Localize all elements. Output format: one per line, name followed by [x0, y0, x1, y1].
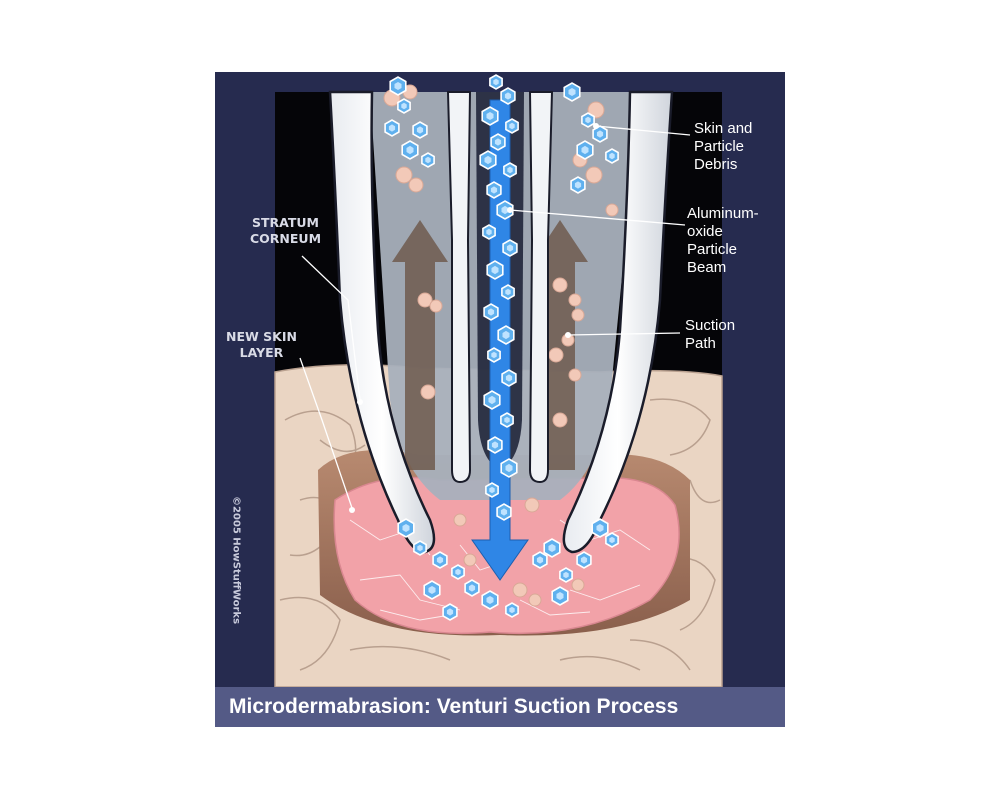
stratum-corneum-label: STRATUM CORNEUM	[250, 215, 322, 246]
aluminum-beam-label: Aluminum- oxide Particle Beam	[687, 205, 759, 276]
aluminum-oxide-crystal-facet	[504, 416, 510, 424]
aluminum-oxide-crystal-facet	[509, 606, 515, 614]
aluminum-oxide-crystal-facet	[509, 122, 515, 130]
aluminum-oxide-crystal-facet	[487, 308, 495, 316]
aluminum-oxide-crystal-facet	[596, 524, 604, 532]
caption-bar: Microdermabrasion: Venturi Suction Proce…	[215, 687, 785, 727]
aluminum-oxide-crystal-facet	[507, 166, 513, 174]
aluminum-oxide-crystal-facet	[486, 112, 494, 120]
aluminum-oxide-crystal-facet	[416, 126, 424, 134]
aluminum-oxide-crystal-facet	[401, 102, 407, 110]
aluminum-oxide-crystal-facet	[491, 351, 497, 359]
skin-debris-label: Skin and Particle Debris	[694, 120, 753, 173]
copyright-text: ©2005 HowStuffWorks	[230, 495, 242, 625]
aluminum-oxide-crystal-facet	[609, 536, 615, 544]
aluminum-oxide-crystal-facet	[455, 568, 461, 576]
aluminum-oxide-crystal-facet	[548, 544, 556, 552]
aluminum-oxide-crystal-facet	[486, 596, 494, 604]
aluminum-oxide-crystal-facet	[556, 592, 564, 600]
skin-debris	[383, 84, 619, 607]
aluminum-oxide-crystal-facet	[484, 155, 492, 165]
aluminum-oxide-crystal-facet	[502, 330, 510, 340]
aluminum-oxide-crystal-facet	[505, 463, 513, 473]
aluminum-oxide-crystal-facet	[581, 145, 589, 155]
aluminum-oxide-crystal-facet	[574, 181, 582, 189]
diagram-title: Microdermabrasion: Venturi Suction Proce…	[229, 695, 679, 718]
leader-dots	[349, 123, 599, 513]
aluminum-oxide-crystal-facet	[394, 82, 402, 90]
aluminum-oxide-crystal-facet	[596, 130, 604, 138]
wand-outer-right	[562, 90, 674, 554]
wand-inner-right	[528, 91, 554, 484]
aluminum-oxide-crystal-facet	[489, 486, 495, 494]
aluminum-oxide-crystal-facet	[580, 556, 588, 564]
aluminum-oxide-crystal-facet	[406, 145, 414, 155]
aluminum-oxide-crystal-facet	[494, 138, 502, 146]
aluminum-oxide-crystal-facet	[488, 395, 496, 405]
aluminum-oxide-crystal-facet	[500, 508, 508, 516]
aluminum-oxide-crystal-facet	[501, 205, 509, 215]
aluminum-oxide-crystal-facet	[425, 156, 431, 164]
new-skin-layer-label: NEW SKIN LAYER	[226, 329, 297, 360]
aluminum-oxide-crystal-facet	[388, 124, 396, 132]
aluminum-oxide-crystal-facet	[491, 265, 499, 275]
aluminum-oxide-crystal-facet	[446, 608, 454, 616]
aluminum-oxide-crystal-facet	[585, 116, 591, 124]
aluminum-oxide-crystal-facet	[505, 374, 513, 382]
aluminum-oxide-crystal-facet	[490, 186, 498, 194]
aluminum-oxide-crystal-facet	[536, 556, 544, 564]
aluminum-oxide-crystal-facet	[506, 244, 514, 252]
aluminum-oxide-crystals	[384, 74, 619, 621]
aluminum-oxide-crystal-facet	[568, 88, 576, 96]
aluminum-oxide-crystal-facet	[486, 228, 492, 236]
aluminum-oxide-crystal-facet	[428, 586, 436, 594]
aluminum-oxide-crystal-facet	[491, 441, 499, 449]
aluminum-oxide-crystal-facet	[436, 556, 444, 564]
aluminum-oxide-crystal-facet	[493, 78, 499, 86]
aluminum-oxide-crystal-facet	[468, 584, 476, 592]
aluminum-oxide-crystal-facet	[402, 524, 410, 532]
aluminum-oxide-crystal-facet	[609, 152, 615, 160]
aluminum-oxide-crystal-facet	[563, 571, 569, 579]
aluminum-oxide-crystal-facet	[505, 288, 511, 296]
aluminum-oxide-crystal-facet	[504, 92, 512, 100]
aluminum-oxide-crystal-facet	[417, 544, 423, 552]
new-skin-capillaries	[349, 519, 651, 621]
leader-lines	[299, 125, 691, 509]
wand-inner-left	[446, 91, 472, 484]
suction-path-label: Suction Path	[685, 317, 736, 352]
